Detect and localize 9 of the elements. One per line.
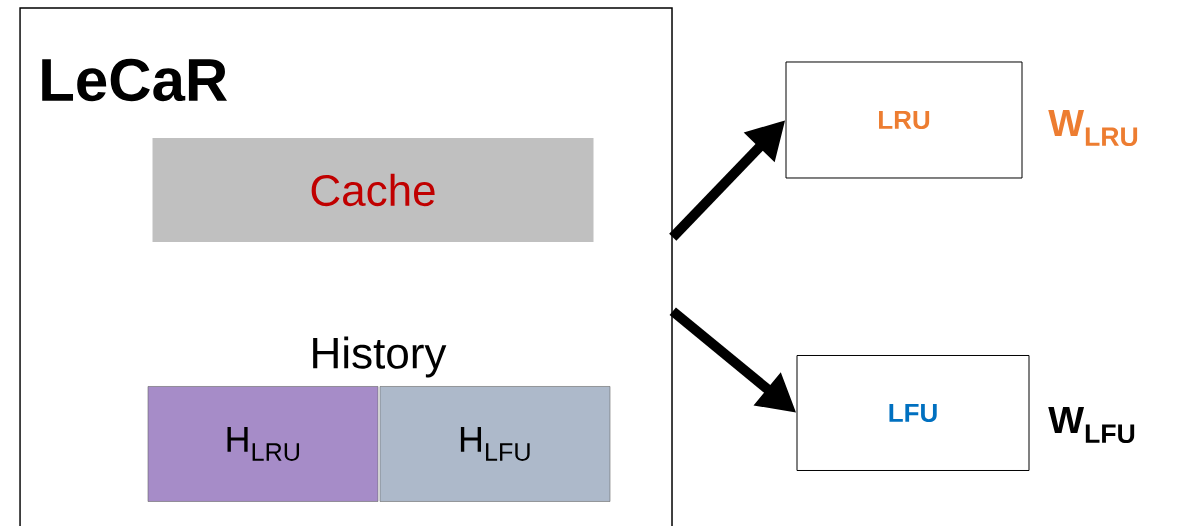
- policy-box: LRU: [785, 61, 1023, 179]
- weight-label: W$_{LFU}$: [1048, 406, 1135, 444]
- history-box: H$_{LFU}$: [379, 386, 611, 502]
- policy-box: LFU: [796, 355, 1030, 471]
- history-box: H$_{LRU}$: [147, 386, 379, 502]
- heading: LeCaR: [42, 58, 227, 102]
- weight-label: W$_{LRU}$: [1048, 109, 1138, 147]
- section-label: History: [313, 336, 447, 378]
- cache-box: Cache: [152, 138, 594, 242]
